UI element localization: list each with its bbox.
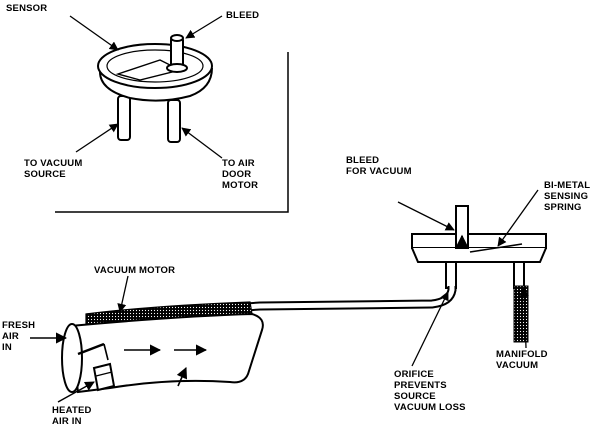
inset-sensor <box>97 34 213 143</box>
leader-vacuum-source <box>75 123 119 153</box>
label-orifice-prevents: ORIFICE PREVENTS SOURCE VACUUM LOSS <box>394 369 466 413</box>
label-fresh-air-in: FRESH AIR IN <box>2 320 36 353</box>
leader-bleed-vacuum <box>397 201 455 231</box>
inset-border <box>55 52 289 213</box>
flow-arrow-3 <box>176 366 188 387</box>
leader-heated-air <box>57 381 95 403</box>
leader-orifice <box>411 291 449 367</box>
leader-air-door <box>181 127 223 159</box>
label-vacuum-motor: VACUUM MOTOR <box>94 265 176 276</box>
main-sensor <box>411 205 547 289</box>
label-manifold-vacuum: MANIFOLD VACUUM <box>496 349 548 371</box>
leader-sensor <box>69 15 119 51</box>
leader-vacuum-motor <box>117 275 129 313</box>
leader-bleed <box>185 15 223 39</box>
label-bi-metal-sensing-spring: BI-METAL SENSING SPRING <box>544 180 591 213</box>
label-to-vacuum-source: TO VACUUM SOURCE <box>24 158 83 180</box>
air-door-flap <box>77 342 105 356</box>
label-sensor: SENSOR <box>6 3 48 14</box>
leader-manifold <box>519 287 529 349</box>
label-to-air-door-motor: TO AIR DOOR MOTOR <box>222 158 259 191</box>
label-bleed: BLEED <box>226 10 260 21</box>
label-heated-air-in: HEATED AIR IN <box>52 405 92 427</box>
air-duct <box>61 312 264 394</box>
label-bleed-for-vacuum: BLEED FOR VACUUM <box>346 155 412 177</box>
leader-bimetal <box>497 189 539 247</box>
